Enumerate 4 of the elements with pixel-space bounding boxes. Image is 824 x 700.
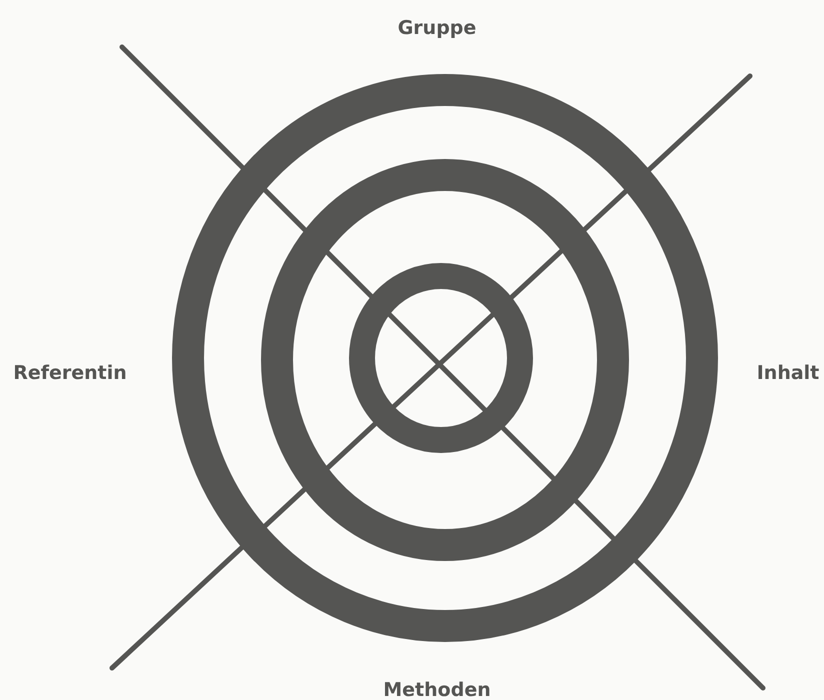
axis-label: Methoden — [383, 679, 491, 700]
axis-label: Gruppe — [398, 17, 476, 39]
axis-label: Inhalt — [756, 362, 820, 384]
axis-label: Referentin — [13, 362, 127, 384]
